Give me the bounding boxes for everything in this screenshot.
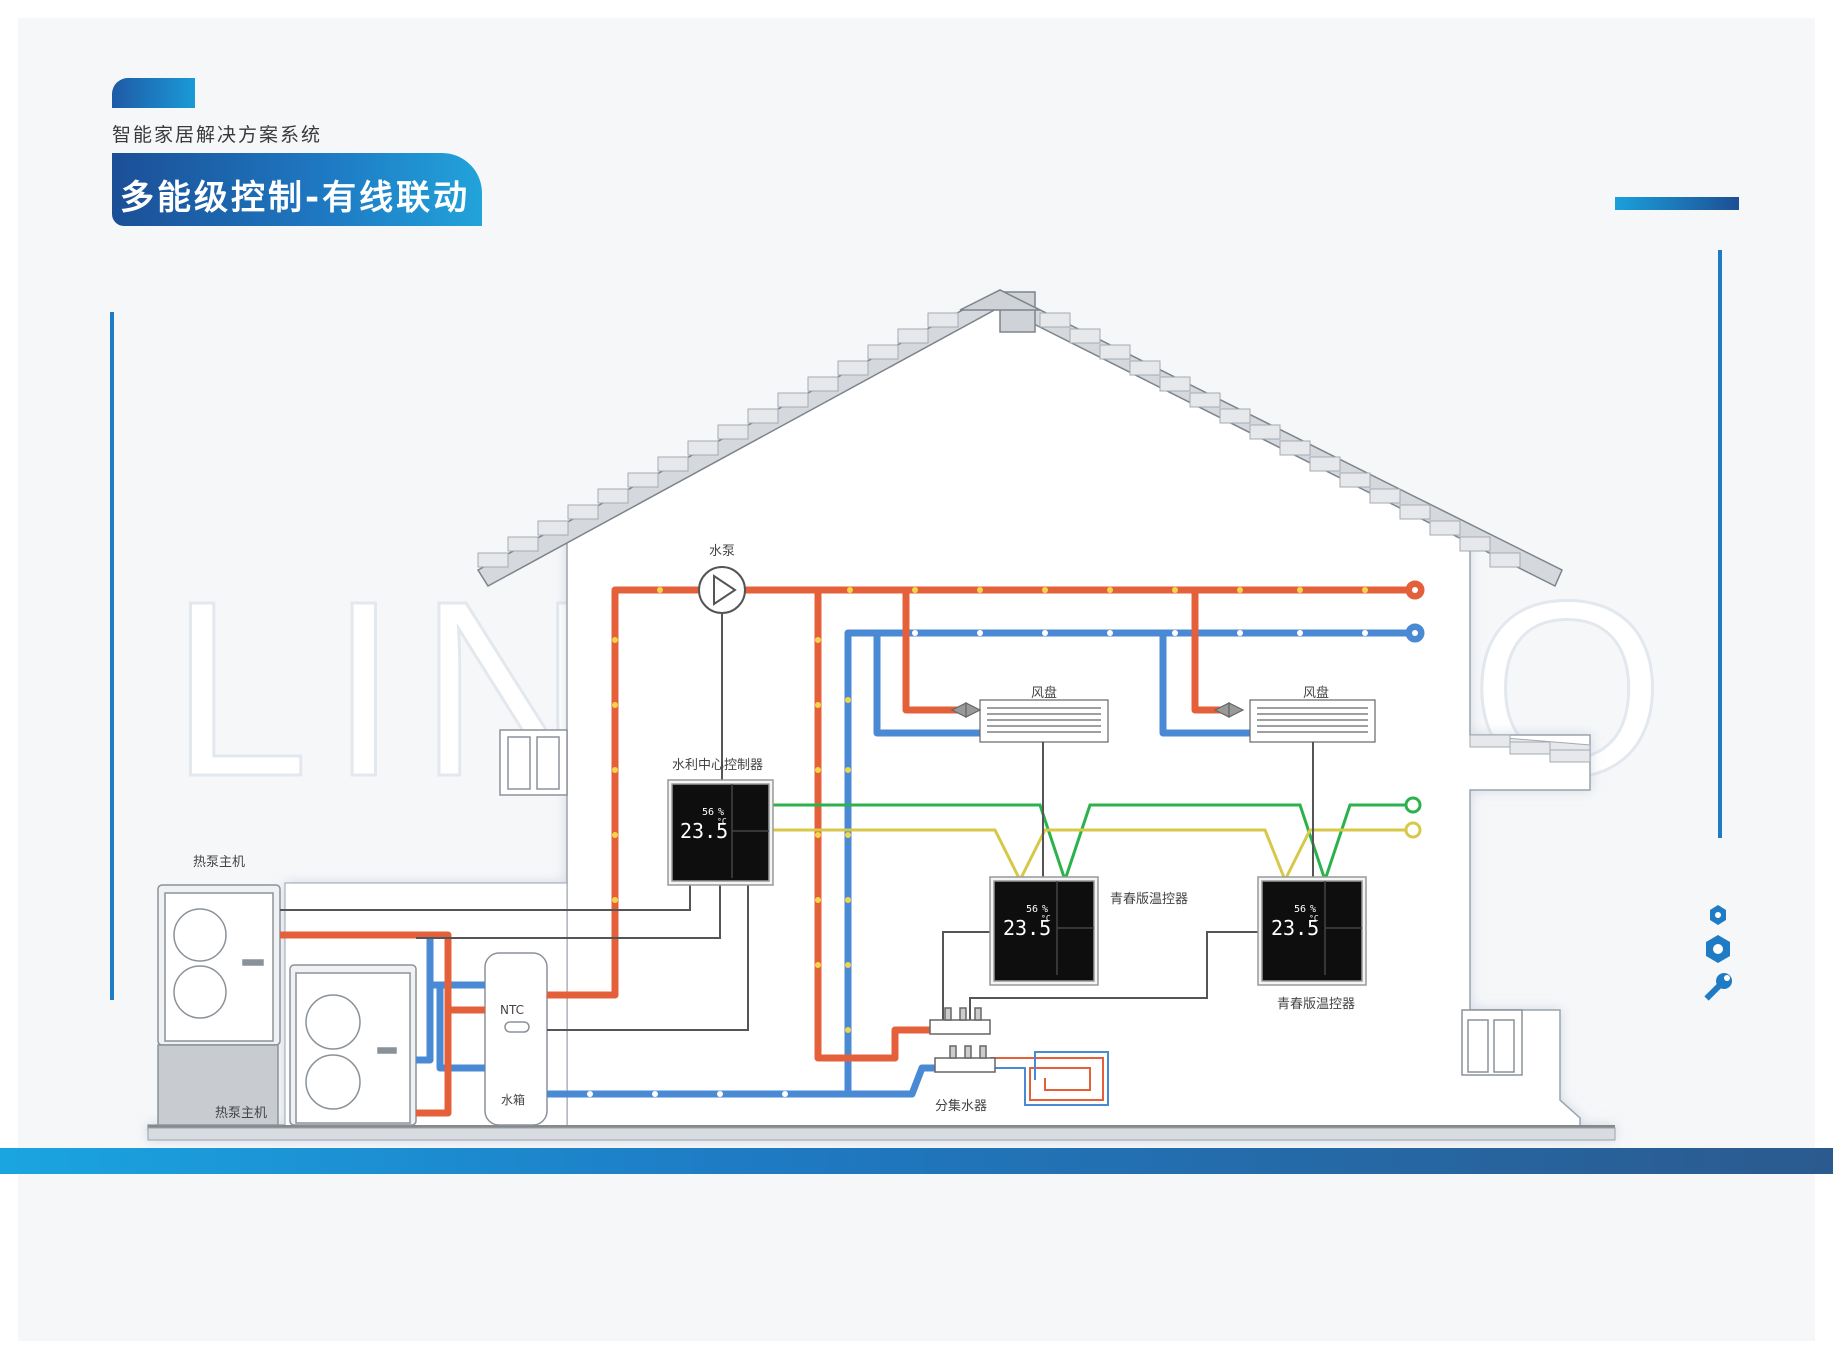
page-subtitle: 智能家居解决方案系统 — [112, 124, 323, 146]
pipe-dots — [612, 587, 1368, 1033]
floor-heating-loop — [990, 1051, 1109, 1106]
pump-icon — [698, 566, 746, 785]
thermostat-2-label: 青春版温控器 — [1277, 997, 1356, 1012]
center-temp-unit: °C — [717, 817, 727, 826]
heat-pump-small — [289, 964, 417, 1126]
t1-humidity-unit: % — [1042, 904, 1048, 915]
pipe-dots-white — [587, 630, 1368, 1097]
right-accent-bar — [1615, 197, 1739, 210]
center-controller-label: 水利中心控制器 — [672, 758, 764, 773]
t1-temp: 23.5 — [1003, 916, 1051, 940]
t1-humidity: 56 — [1026, 904, 1038, 915]
right-accent-line — [1718, 250, 1722, 838]
center-humidity: 56 — [702, 807, 714, 818]
signal-yellow — [770, 828, 1405, 884]
wrench-icon — [1704, 973, 1732, 1001]
thermostat-2-device — [1257, 876, 1367, 986]
fan-coil-2 — [1213, 699, 1376, 743]
fan-coil-1-label: 风盘 — [1031, 686, 1058, 701]
header-tab-decoration — [112, 78, 195, 108]
windows — [499, 729, 1523, 1076]
pump-label: 水泵 — [709, 544, 736, 559]
thermostat-1-device — [989, 876, 1099, 986]
tank-label: 水箱 — [501, 1092, 525, 1107]
manifold — [929, 1007, 996, 1073]
hot-pipes — [280, 586, 1413, 1117]
center-humidity-unit: % — [718, 807, 724, 818]
heat-pump-bottom-label: 热泵主机 — [215, 1106, 268, 1121]
fan-coil-2-label: 风盘 — [1303, 686, 1330, 701]
water-tank — [484, 952, 548, 1126]
title-banner — [112, 153, 482, 226]
heat-pump-large — [157, 884, 281, 1126]
tank-ntc-label: NTC — [500, 1003, 524, 1017]
control-wires — [280, 742, 1314, 1031]
left-accent-line — [110, 312, 114, 1000]
center-temp: 23.5 — [680, 819, 728, 843]
pipe-endpoints — [1405, 580, 1425, 643]
t2-temp: 23.5 — [1271, 916, 1319, 940]
roof — [476, 289, 1563, 588]
bottom-accent-band — [0, 1148, 1833, 1174]
t1-temp-unit: °C — [1041, 914, 1051, 923]
thermostat-1-label: 青春版温控器 — [1110, 892, 1189, 907]
roof-steps — [477, 312, 1521, 568]
signal-green — [770, 803, 1405, 885]
t2-humidity: 56 — [1294, 904, 1306, 915]
t2-temp-unit: °C — [1309, 914, 1319, 923]
fan-coil-1 — [950, 699, 1109, 743]
side-roof — [1469, 734, 1591, 763]
green-endpoint — [1404, 796, 1422, 814]
center-controller — [667, 779, 774, 886]
t2-humidity-unit: % — [1310, 904, 1316, 915]
manifold-label: 分集水器 — [935, 1099, 988, 1114]
yellow-endpoint — [1404, 821, 1422, 839]
heat-pump-top-label: 热泵主机 — [193, 855, 246, 870]
page-title: 多能级控制-有线联动 — [120, 178, 471, 218]
